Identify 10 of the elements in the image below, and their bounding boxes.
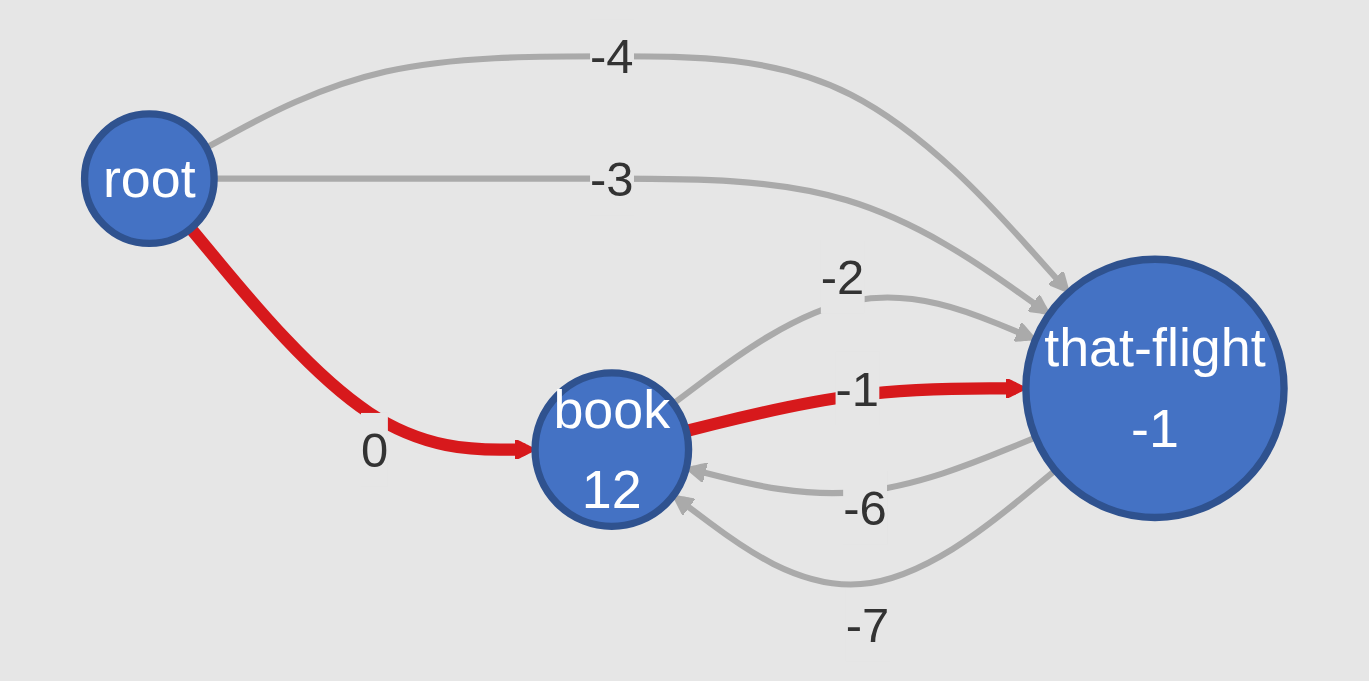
edge-label: -4 <box>590 29 634 84</box>
node-circle: root <box>81 110 218 248</box>
edge-label: -1 <box>835 361 880 416</box>
edge-label: -6 <box>843 480 887 535</box>
edge-label: -2 <box>820 250 865 304</box>
edge-label: 0 <box>361 422 389 477</box>
node-circle: that-flight -1 <box>1022 255 1288 522</box>
edge-label: -3 <box>590 151 634 206</box>
edge-label: -7 <box>845 597 890 652</box>
node-circle: book 12 <box>531 369 693 530</box>
